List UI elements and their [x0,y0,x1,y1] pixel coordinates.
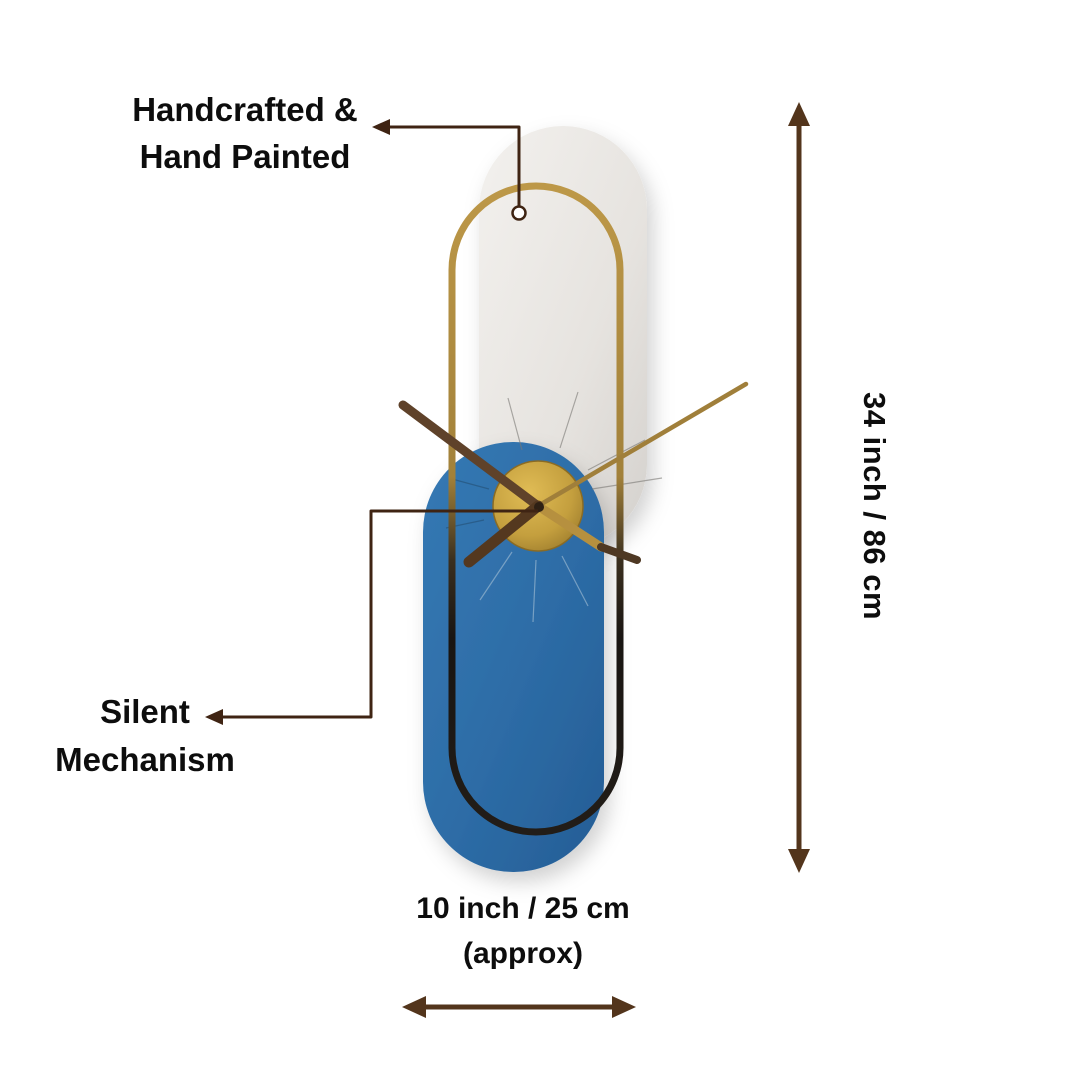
height-dimension-arrow-icon [788,102,810,873]
height-dimension-label: 34 inch / 86 cm [857,392,892,621]
width-dimension-label: 10 inch / 25 cm (approx) [373,886,673,976]
width-dimension-line1: 10 inch / 25 cm [416,892,630,925]
callout-handcrafted-line1: Handcrafted & [132,91,358,128]
callout-arrowhead-left-icon [372,119,390,135]
clock-etched-lines [445,391,663,623]
wall-clock-illustration [398,126,749,872]
callout-silent-line1: Silent [100,693,190,730]
callout-handcrafted: Handcrafted & Hand Painted [85,86,405,180]
clock-wire-loop [448,182,624,836]
callout-silent: Silent Mechanism [25,688,265,784]
width-dimension-line2: (approx) [463,937,583,970]
callout-endpoint-circle [511,205,527,221]
clock-panel-blue [423,442,604,872]
callout-silent-line2: Mechanism [55,741,235,778]
callout-line-handcrafted [372,119,527,221]
width-dimension-arrow-icon [402,996,636,1018]
clock-hands [398,381,749,568]
callout-line-silent [205,509,538,725]
callout-handcrafted-line2: Hand Painted [139,138,351,175]
callout-arrowhead-left-icon [205,709,223,725]
